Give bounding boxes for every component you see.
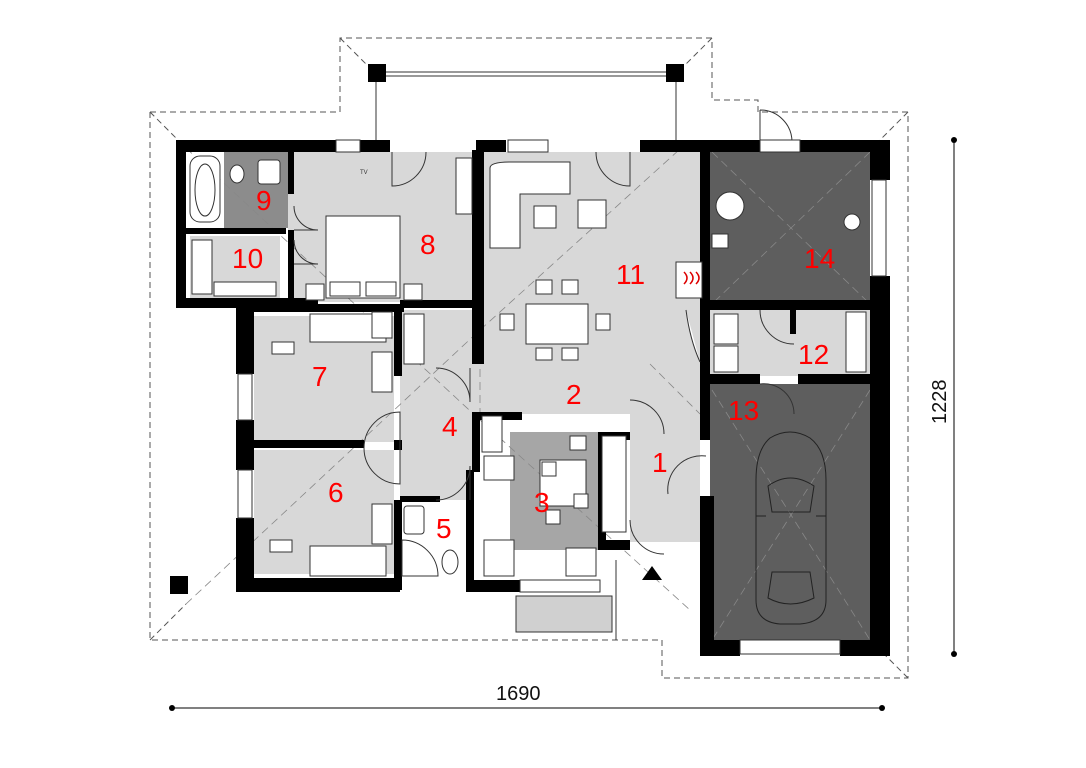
height-dimension-label: 1228 bbox=[929, 380, 951, 425]
dimension-width: 1690 bbox=[169, 683, 885, 711]
room-number-11: 11 bbox=[616, 259, 645, 290]
car-icon bbox=[755, 431, 827, 625]
room-number-8: 8 bbox=[420, 229, 436, 260]
room-number-5: 5 bbox=[436, 513, 452, 544]
room-number-4: 4 bbox=[442, 411, 458, 442]
furniture bbox=[189, 155, 867, 633]
tv-label: TV bbox=[360, 170, 368, 176]
entrance-arrow-icon bbox=[642, 566, 662, 580]
room-number-3: 3 bbox=[534, 487, 550, 518]
room-number-12: 12 bbox=[798, 339, 829, 370]
room-number-6: 6 bbox=[328, 477, 344, 508]
floor-fills bbox=[190, 152, 870, 642]
windows bbox=[237, 139, 887, 655]
porch bbox=[375, 71, 677, 640]
walls bbox=[170, 64, 890, 656]
room-numbers: 1 2 3 4 5 6 7 8 9 10 11 12 13 14 bbox=[232, 185, 835, 544]
room-number-7: 7 bbox=[312, 361, 328, 392]
room-number-2: 2 bbox=[566, 379, 582, 410]
floor-entrance-1 bbox=[630, 414, 700, 542]
fireplace-icon bbox=[683, 271, 700, 285]
room-number-14: 14 bbox=[804, 243, 835, 274]
room-number-10: 10 bbox=[232, 243, 263, 274]
width-dimension-label: 1690 bbox=[496, 683, 541, 705]
room-number-13: 13 bbox=[728, 395, 759, 426]
dimension-height: 1228 bbox=[929, 137, 957, 657]
doors bbox=[293, 109, 795, 555]
room-number-1: 1 bbox=[652, 447, 668, 478]
room-number-9: 9 bbox=[256, 185, 272, 216]
